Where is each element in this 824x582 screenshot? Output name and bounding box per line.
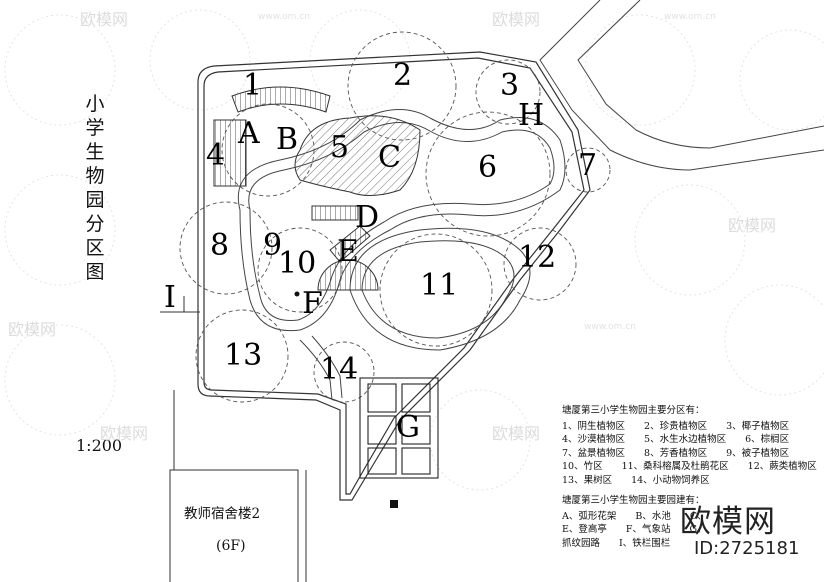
facility-letter-a: A — [238, 116, 260, 151]
building-name: 教师宿舍楼2 — [184, 506, 261, 522]
teacher-dormitory-building — [169, 390, 307, 582]
zone-number-12: 12 — [518, 240, 557, 275]
legend-facilities-row: A、弧形花架 B、水池 C、 — [562, 510, 707, 522]
zone-number-6: 6 — [478, 150, 498, 185]
zone-number-4: 4 — [206, 138, 226, 173]
gate-marker — [390, 500, 398, 508]
facility-letter-c: C — [378, 140, 401, 175]
faint-watermark-logo: 欧模网 — [8, 320, 57, 339]
zone-number-2: 2 — [393, 58, 413, 93]
faint-watermark-logo: 欧模网 — [728, 216, 777, 235]
faint-watermark-logo: 欧模网 — [492, 424, 541, 443]
zone-number-7: 7 — [578, 148, 598, 183]
zone-number-10: 10 — [278, 246, 317, 281]
legend-facilities-row: 抓纹园路 I、铁栏围栏 — [562, 537, 671, 549]
faint-watermark-logo: 欧模网 — [80, 10, 129, 29]
zone-number-9: 9 — [263, 228, 283, 263]
zone-number-14: 14 — [320, 352, 359, 387]
zone-number-13: 13 — [224, 338, 263, 373]
faint-watermark-logo: 欧模网 — [100, 424, 149, 443]
watermark-logo: 欧模网 — [680, 504, 776, 540]
facility-letter-h: H — [518, 98, 545, 133]
page-title: 小学生物园分区图 — [85, 93, 105, 283]
scale-label: 1:200 — [76, 436, 123, 455]
facility-letter-f: F — [302, 286, 323, 321]
zone-number-3: 3 — [500, 68, 520, 103]
pond — [294, 115, 421, 196]
faint-watermark-logo: 欧模网 — [492, 10, 541, 29]
legend-zones-row: 4、沙漠植物区 5、水生水边植物区 6、棕榈区 — [562, 434, 790, 445]
legend-zones-row: 7、盆景植物区 8、芳香植物区 9、被子植物区 — [562, 447, 790, 459]
facility-letter-b: B — [276, 122, 299, 157]
facility-letter-e: E — [337, 234, 359, 269]
zone-number-11: 11 — [420, 268, 459, 303]
legend-zones-row: 1、阴生植物区 2、珍贵植物区 3、椰子植物区 — [562, 420, 790, 432]
legend-zones-row: 10、竹区 11、桑科榕属及杜鹃花区 12、蕨类植物区 — [562, 461, 817, 472]
watermark-id: ID:2725181 — [694, 538, 800, 559]
legend-facilities-title: 塘厦第三小学生物园主要园建有： — [562, 495, 705, 506]
weather-station-dot — [294, 291, 300, 297]
site-boundary — [197, 51, 591, 501]
facility-letter-g: G — [396, 410, 420, 445]
faint-watermark-url: www.om.cn — [258, 12, 310, 22]
legend-zones-title: 塘厦第三小学生物园主要分区有： — [562, 405, 705, 416]
facility-letter-i: I — [164, 280, 176, 315]
zone-number-8: 8 — [210, 228, 230, 263]
viewing-pavilion — [317, 225, 379, 291]
road-edge — [539, 0, 824, 171]
faint-watermark-url: www.om.cn — [664, 12, 716, 22]
legend-facilities-row: E、登高亭 F、气象站 G、 — [562, 524, 707, 535]
zone-number-1: 1 — [243, 68, 263, 103]
legend-zones-row: 13、果树区 14、小动物饲养区 — [562, 474, 710, 486]
faint-watermark-url: www.om.cn — [584, 322, 636, 332]
legend-block: 塘厦第三小学生物园主要分区有： 1、阴生植物区 2、珍贵植物区 3、椰子植物区 … — [562, 404, 817, 550]
zone-g-plots — [359, 377, 439, 479]
zone-number-5: 5 — [330, 130, 350, 165]
building-floors: (6F) — [216, 538, 246, 554]
bridge — [311, 205, 359, 221]
facility-letter-d: D — [355, 200, 380, 235]
zone-circles — [179, 31, 611, 403]
